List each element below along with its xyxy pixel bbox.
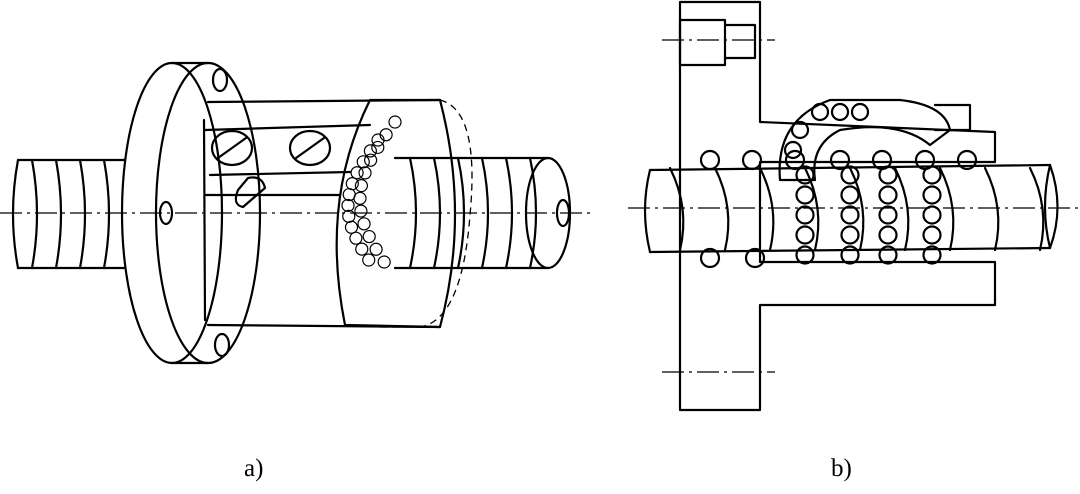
- ball: [922, 245, 942, 265]
- ball: [810, 102, 830, 122]
- thread-crest: [1028, 166, 1045, 252]
- ball: [840, 165, 860, 185]
- nut-section-face: [335, 98, 457, 329]
- ball: [795, 225, 815, 245]
- thread-crest: [713, 166, 730, 252]
- ball: [829, 149, 851, 171]
- ball: [878, 245, 898, 265]
- ball: [878, 165, 898, 185]
- flange-bolt-hole-bottom: [213, 332, 231, 358]
- ball: [362, 253, 376, 267]
- ball: [840, 245, 860, 265]
- ball: [840, 205, 860, 225]
- ball: [878, 205, 898, 225]
- ball: [795, 185, 815, 205]
- ball: [363, 144, 377, 158]
- nut-flange-section: [678, 0, 997, 412]
- thread-crest: [30, 158, 39, 270]
- thread-crest: [758, 166, 775, 252]
- ball: [956, 149, 978, 171]
- ball: [744, 247, 766, 269]
- ball: [354, 179, 369, 193]
- ball: [922, 165, 942, 185]
- ball: [354, 204, 368, 218]
- caption-b: b): [831, 455, 852, 482]
- ball: [342, 187, 356, 202]
- ball: [795, 245, 815, 265]
- ball: [795, 205, 815, 225]
- ball: [353, 191, 367, 205]
- ball: [699, 247, 721, 269]
- ball: [350, 166, 364, 180]
- ball: [878, 225, 898, 245]
- ball: [922, 205, 942, 225]
- balls-view-a: [341, 115, 402, 269]
- ball: [362, 229, 376, 244]
- thread-crest: [102, 158, 111, 270]
- thread-crest: [848, 166, 865, 252]
- thread-crest: [480, 156, 490, 270]
- ball: [377, 255, 391, 269]
- ball: [795, 165, 815, 185]
- thread-crest: [408, 156, 418, 270]
- ball: [379, 128, 393, 142]
- ball: [355, 242, 369, 256]
- nut-body: [202, 98, 473, 329]
- view-a-perspective: [0, 61, 590, 365]
- ball: [699, 149, 721, 171]
- ball: [357, 217, 371, 231]
- ball: [342, 209, 356, 223]
- ball: [922, 185, 942, 205]
- ball: [371, 140, 385, 155]
- ball: [922, 225, 942, 245]
- return-tube-clip: [933, 103, 972, 132]
- ball: [878, 185, 898, 205]
- ball: [344, 220, 359, 234]
- ball: [358, 166, 372, 180]
- ball: [388, 115, 402, 129]
- ball: [783, 140, 803, 160]
- ball: [850, 102, 870, 122]
- ball: [790, 120, 810, 140]
- ball: [784, 149, 806, 171]
- thread-crest: [938, 166, 955, 252]
- ball: [840, 225, 860, 245]
- ball: [364, 153, 378, 167]
- ball: [369, 242, 383, 256]
- ball: [840, 185, 860, 205]
- ball: [356, 155, 370, 169]
- ball: [345, 177, 359, 191]
- thread-crest: [983, 166, 1000, 252]
- thread-crest: [78, 158, 87, 270]
- flange-bolt-hole-top: [211, 67, 229, 93]
- ball: [830, 102, 850, 122]
- balls-view-b: [699, 102, 978, 269]
- view-b-section: [628, 0, 1080, 412]
- caption-a: a): [244, 455, 264, 482]
- thread-crest: [893, 166, 910, 252]
- screw-shaft-left: [11, 158, 127, 270]
- thread-crest: [668, 166, 685, 252]
- nut-slot: [234, 176, 267, 209]
- flange-notch: [678, 18, 757, 67]
- thread-crest: [54, 158, 63, 270]
- return-tube-screw-1: [210, 129, 254, 167]
- ball: [741, 149, 763, 171]
- return-tube-screw-2: [288, 129, 332, 167]
- ball: [349, 231, 363, 245]
- ball: [341, 198, 355, 213]
